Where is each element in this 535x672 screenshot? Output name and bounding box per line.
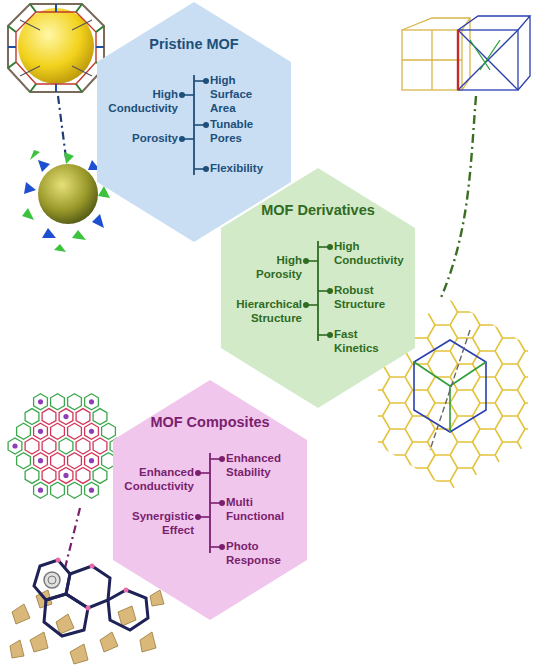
ring-hexagon: [17, 423, 31, 439]
tree-dot: [219, 544, 225, 550]
tree-dot: [327, 332, 333, 338]
ring-hexagon: [8, 438, 22, 454]
ring-hexagon: [34, 394, 48, 410]
ring-hexagon: [59, 409, 73, 425]
tree-dot: [303, 302, 309, 308]
ring-dot: [12, 443, 17, 448]
ring-dot: [38, 458, 43, 463]
ring-hexagon: [34, 453, 48, 469]
ring-hexagon: [59, 467, 73, 483]
ring-hexagon: [76, 467, 90, 483]
feature-label: High Conductivity: [104, 88, 178, 116]
ring-dot: [38, 488, 43, 493]
ring-hexagon: [42, 409, 56, 425]
ring-dot: [38, 429, 43, 434]
panel-title: MOF Composites: [113, 414, 307, 431]
ring-dot: [89, 429, 94, 434]
feature-label: Flexibility: [210, 162, 276, 176]
hexagon-panel: MOF DerivativesHigh PorosityHierarchical…: [221, 168, 415, 408]
ring-hexagon: [93, 467, 107, 483]
ring-hexagon: [51, 423, 65, 439]
feature-label: High Conductivity: [334, 240, 400, 268]
ring-dot: [63, 473, 68, 478]
tree-trunk: [209, 453, 211, 553]
tree-dot: [327, 288, 333, 294]
feature-label: Robust Structure: [334, 284, 400, 312]
ring-hexagon: [93, 438, 107, 454]
tree-trunk: [193, 75, 195, 175]
ring-hexagon: [102, 423, 116, 439]
tree-dot: [327, 244, 333, 250]
ring-hexagon: [51, 394, 65, 410]
dash-dot-link: [64, 508, 80, 572]
ring-hexagon: [25, 409, 39, 425]
ring-hexagon: [68, 423, 82, 439]
tree-dot: [179, 136, 185, 142]
cubic-frameworks: [402, 16, 530, 90]
ring-hexagon: [93, 409, 107, 425]
tree-dot: [303, 258, 309, 264]
ring-hexagon: [25, 438, 39, 454]
ring-hexagon: [85, 482, 99, 498]
ring-hexagon: [42, 467, 56, 483]
feature-label: Multi Functional: [226, 496, 292, 524]
feature-label: Porosity: [104, 132, 178, 146]
ring-hexagon: [51, 453, 65, 469]
tree-dot: [203, 122, 209, 128]
mof-cage: [8, 4, 104, 92]
feature-label: High Porosity: [228, 254, 302, 282]
panel-title: MOF Derivatives: [221, 202, 415, 219]
panel-title: Pristine MOF: [97, 36, 291, 53]
ring-dot: [89, 488, 94, 493]
tree-dot: [219, 500, 225, 506]
ring-hexagon: [76, 409, 90, 425]
ring-hexagon: [34, 423, 48, 439]
feature-label: Fast Kinetics: [334, 328, 400, 356]
feature-label: High Surface Area: [210, 74, 276, 115]
feature-label: Enhanced Stability: [226, 452, 292, 480]
ring-hexagon: [17, 453, 31, 469]
ring-hexagon: [25, 467, 39, 483]
ring-hexagon: [68, 453, 82, 469]
hexagon-panel: MOF CompositesEnhanced ConductivitySyner…: [113, 380, 307, 620]
ring-hexagon: [85, 394, 99, 410]
ring-hexagon: [68, 482, 82, 498]
ring-hexagon: [59, 438, 73, 454]
feature-label: Enhanced Conductivity: [120, 466, 194, 494]
tree-dot: [203, 166, 209, 172]
tree-dot: [195, 514, 201, 520]
feature-label: Synergistic Effect: [120, 510, 194, 538]
feature-label: Photo Response: [226, 540, 292, 568]
dash-dot-link: [58, 96, 66, 158]
tree-dot: [179, 92, 185, 98]
ring-hexagon: [68, 394, 82, 410]
tree-trunk: [317, 241, 319, 341]
feature-label: Hierarchical Structure: [228, 298, 302, 326]
ring-hexagon: [85, 453, 99, 469]
ring-dot: [89, 399, 94, 404]
ring-dot: [38, 399, 43, 404]
hexagonal-ring-lattice: [8, 394, 124, 498]
dash-dot-link: [440, 96, 476, 300]
ring-dot: [63, 414, 68, 419]
ring-hexagon: [76, 438, 90, 454]
ring-hexagon: [85, 423, 99, 439]
tree-dot: [195, 470, 201, 476]
tree-dot: [203, 78, 209, 84]
ring-dot: [89, 458, 94, 463]
ring-hexagon: [51, 482, 65, 498]
tree-dot: [219, 456, 225, 462]
feature-label: Tunable Pores: [210, 118, 276, 146]
ring-hexagon: [42, 438, 56, 454]
ring-hexagon: [34, 482, 48, 498]
